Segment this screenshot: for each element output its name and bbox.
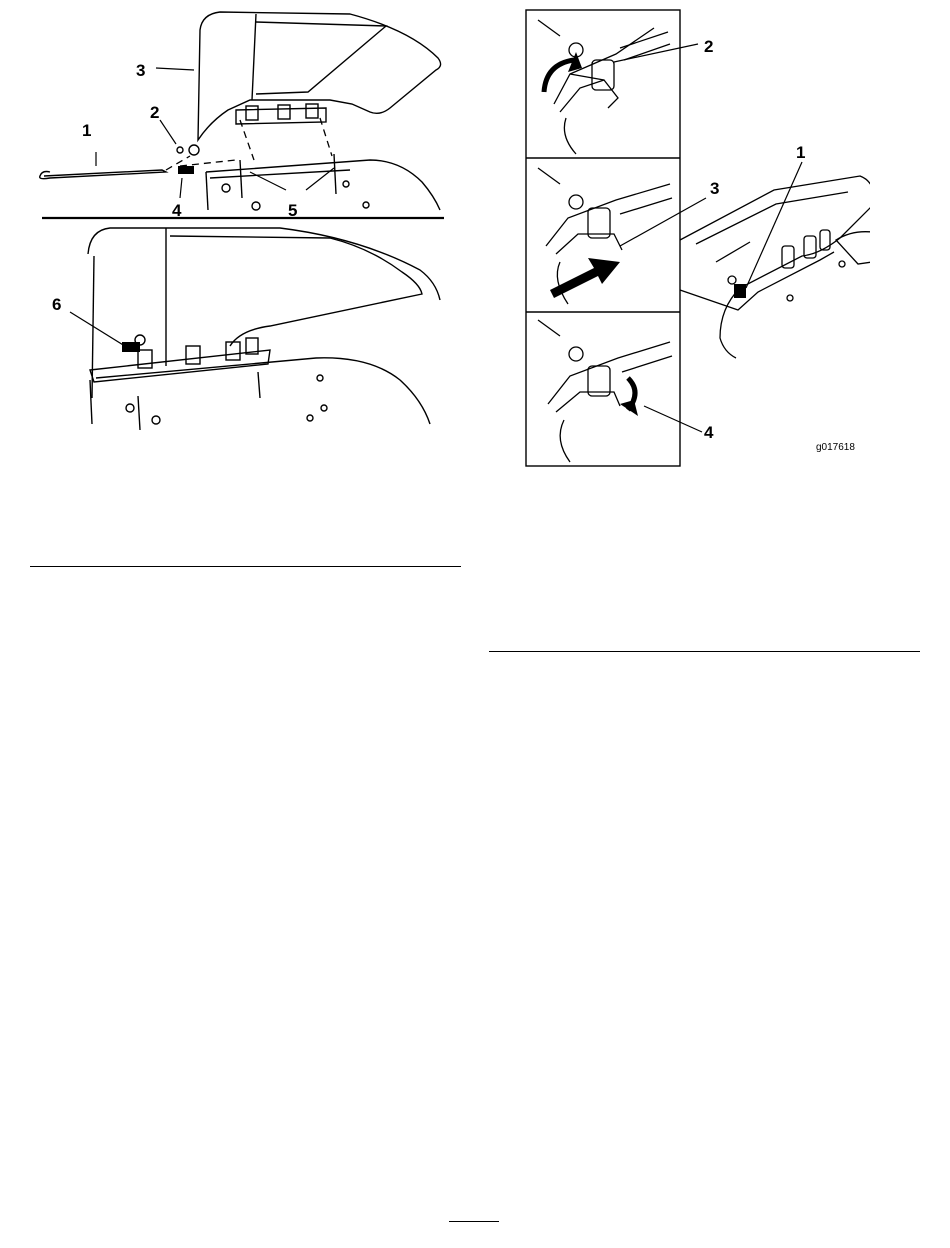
callout-2: 2 (704, 37, 713, 56)
deflector-installation-figure: 1 2 3 4 5 6 (30, 0, 460, 440)
callout-1: 1 (82, 121, 91, 140)
spring-hook-procedure-figure: 2 3 4 1 g017618 (520, 8, 870, 470)
section-divider-left (30, 566, 461, 567)
callout-3: 3 (136, 61, 145, 80)
footer-rule (449, 1221, 499, 1222)
callout-1: 1 (796, 143, 805, 162)
callout-3: 3 (710, 179, 719, 198)
callout-2: 2 (150, 103, 159, 122)
callout-6: 6 (52, 295, 61, 314)
callout-4: 4 (704, 423, 714, 442)
section-divider-right (489, 651, 920, 652)
figure-id: g017618 (816, 442, 855, 453)
